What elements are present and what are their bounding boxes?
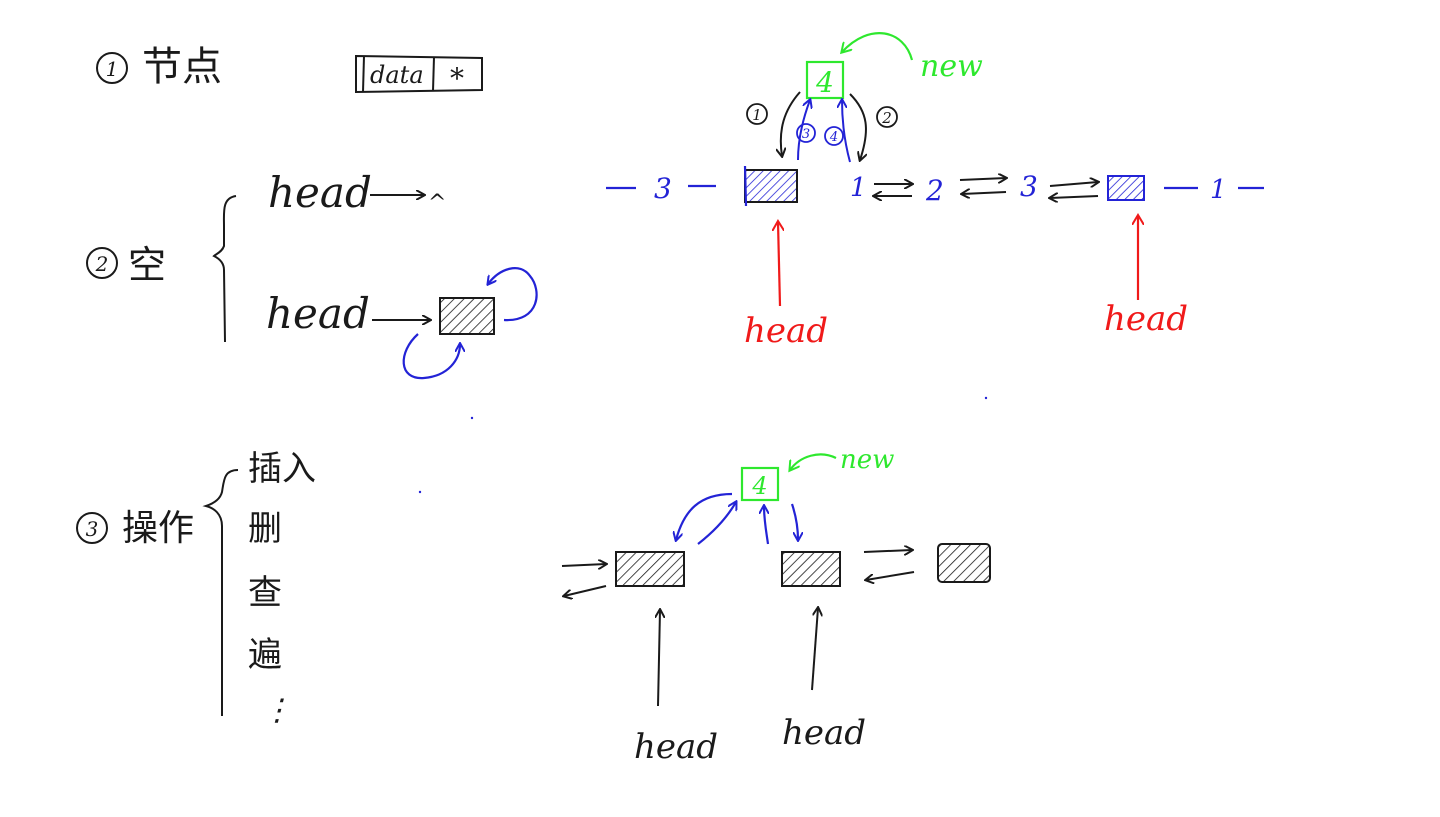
- empty-head-sentinel: head: [266, 289, 370, 338]
- section2-number-circle: [86, 247, 118, 279]
- step4-label: 4: [829, 130, 838, 145]
- head-node-right: [1107, 175, 1145, 201]
- bottom-new-pointer-arrow: [790, 453, 837, 470]
- section2-title: 空: [128, 243, 166, 287]
- bottom-new-node-box: [740, 466, 780, 502]
- section3-number: 3: [86, 517, 99, 541]
- bottom-head-left-label: head: [634, 727, 718, 767]
- step3-label: 3: [802, 127, 810, 142]
- left-tail-value: 3: [654, 172, 672, 205]
- bottom-node-1: [615, 551, 685, 587]
- empty-head-null: head: [268, 168, 372, 217]
- bottom-new-node-value: 4: [751, 472, 767, 500]
- right-tail-value: 1: [1210, 175, 1227, 205]
- head-node-left: [744, 169, 798, 203]
- op-delete: 删: [248, 509, 282, 549]
- step1-label: 1: [752, 106, 762, 124]
- bottom-node-2: [781, 551, 841, 587]
- op-insert: 插入: [248, 449, 316, 489]
- null-mark: ^: [428, 191, 446, 216]
- sentinel-node: [439, 297, 495, 335]
- new-node-value: 4: [815, 66, 834, 99]
- step1-arrow: [781, 91, 801, 156]
- section2-brace: [212, 195, 237, 343]
- bottom-head-right-arrow: [811, 608, 818, 691]
- step3-arrow: [797, 100, 810, 161]
- node-pointer-field: *: [450, 62, 464, 95]
- section1-number-circle: [96, 52, 128, 84]
- step2-arrow: [849, 93, 866, 160]
- middle-value-1: 1: [850, 173, 867, 203]
- new-node-box: [805, 60, 845, 100]
- insert-diagram: 4 new 1 2 3 4 3 1 2 3 1: [606, 32, 1264, 351]
- head-right-label: head: [1104, 299, 1188, 339]
- step2-label: 2: [881, 109, 892, 127]
- section3-brace: [202, 469, 239, 716]
- op-traverse: 遍: [248, 635, 282, 675]
- new-pointer-arrow: [842, 32, 914, 61]
- op-more: ⋮: [262, 693, 292, 728]
- middle-value-2: 2: [925, 174, 944, 207]
- section3-title: 操作: [122, 508, 194, 549]
- bottom-new-node-label: new: [840, 445, 894, 475]
- op-search: 查: [248, 573, 282, 613]
- head-left-label: head: [744, 311, 828, 351]
- section3-number-circle: [76, 512, 108, 544]
- new-node-label: new: [920, 49, 983, 84]
- section-operations: 3 操作 插入 删 查 遍 ⋮: [76, 449, 316, 728]
- sentinel-self-prev: [402, 333, 460, 380]
- head-left-arrow: [778, 222, 780, 307]
- node-data-field: data: [370, 61, 424, 89]
- section1-title: 节点: [142, 44, 222, 90]
- node-structure: data *: [355, 54, 483, 95]
- bottom-diagram: 4 new head head: [562, 445, 991, 767]
- step4-arrow: [842, 100, 851, 163]
- section-empty: 2 空 head ^ head: [86, 168, 538, 380]
- bottom-head-right-label: head: [782, 713, 866, 753]
- bottom-node-3: [937, 543, 991, 583]
- middle-value-3: 3: [1020, 170, 1038, 203]
- section-node: 1 节点 data *: [96, 44, 483, 95]
- bottom-head-left-arrow: [658, 610, 660, 707]
- sentinel-self-next: [488, 267, 538, 322]
- section2-number: 2: [95, 252, 109, 276]
- section1-number: 1: [106, 57, 119, 81]
